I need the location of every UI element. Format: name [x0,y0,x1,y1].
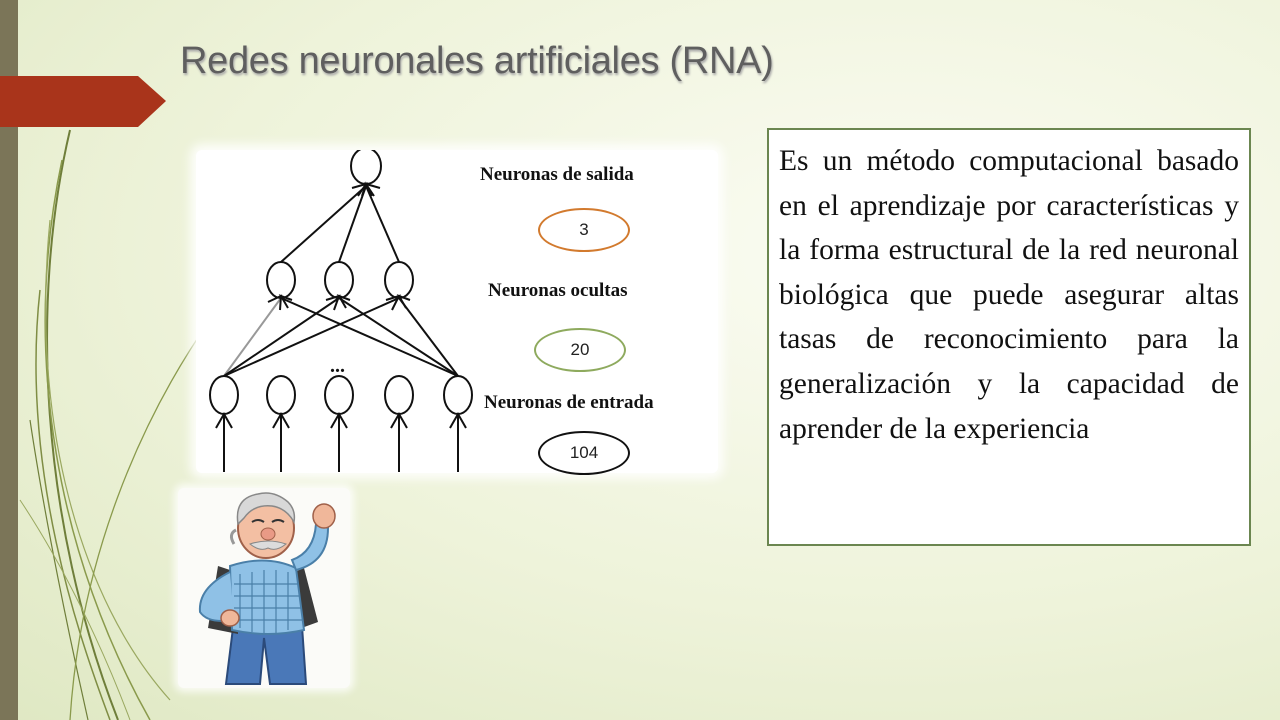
network-graph: ... [209,150,473,472]
input-neuron-count: 104 [538,431,630,475]
thinking-old-man-illustration [178,488,350,688]
left-sidebar-bar [0,0,18,720]
hidden-layer-label: Neuronas ocultas [488,280,628,301]
title-accent-tab [0,76,166,127]
description-text: Es un método computacional basado en el … [779,145,1239,445]
description-box: Es un método computacional basado en el … [767,128,1251,546]
neural-network-diagram: ... Neuronas de salida Neuronas ocultas … [196,150,718,475]
hidden-ellipsis: ... [330,355,345,377]
decorative-swoosh-lines [19,129,211,720]
thinking-old-man-icon [198,492,336,685]
slide-title: Redes neuronales artificiales (RNA) [180,40,774,82]
hidden-neuron-count: 20 [534,328,626,372]
input-layer-label: Neuronas de entrada [484,392,654,413]
output-neuron-count: 3 [538,208,630,252]
output-layer-label: Neuronas de salida [480,164,634,185]
